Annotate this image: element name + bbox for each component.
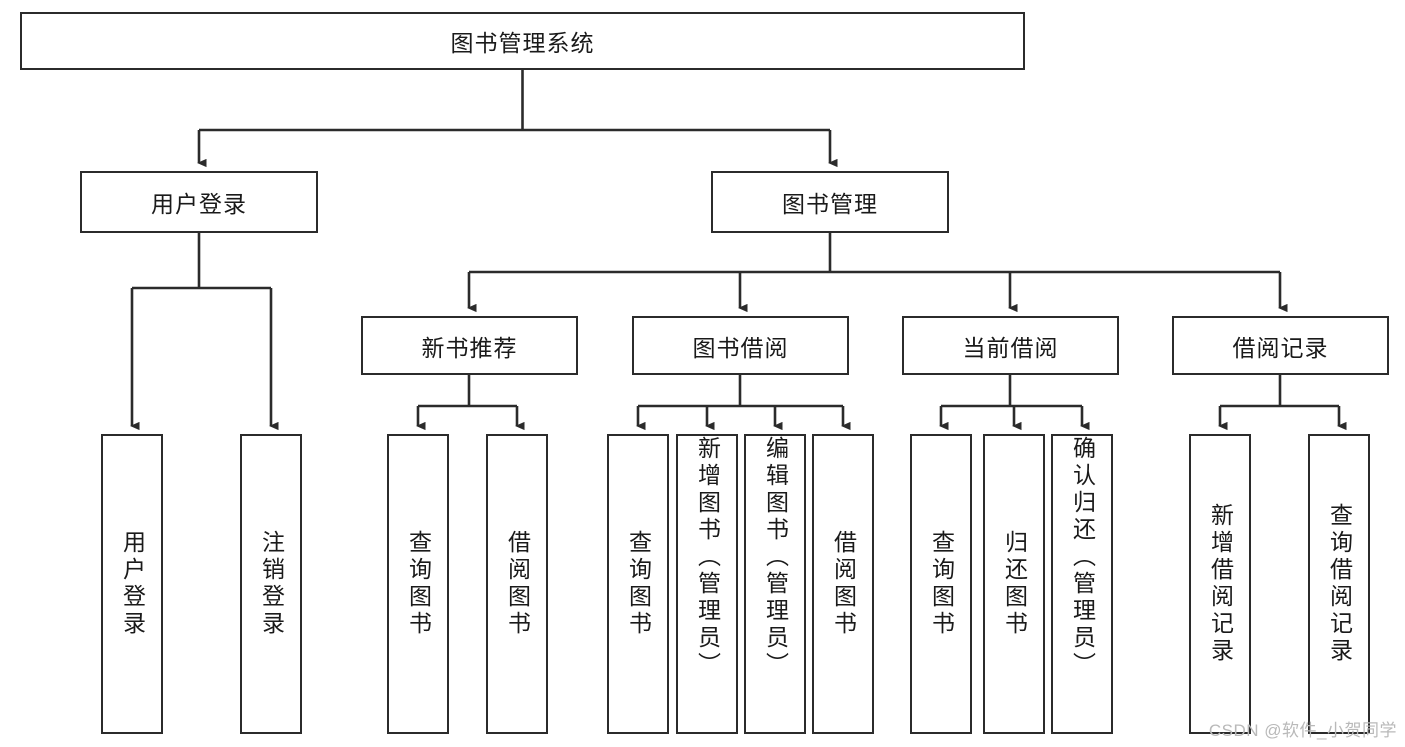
node-leaf-user-login-label: 用户登录 [119, 530, 146, 638]
node-leaf-confirm-return[interactable]: 确认归还（管理员） [1051, 434, 1113, 734]
node-leaf-query-book-1-label: 查询图书 [405, 530, 432, 638]
node-root-label: 图书管理系统 [450, 30, 595, 56]
node-current-borrow[interactable]: 当前借阅 [902, 316, 1119, 375]
node-new-book-rec-label: 新书推荐 [421, 334, 518, 361]
node-leaf-user-login[interactable]: 用户登录 [101, 434, 163, 734]
node-leaf-user-logout-label: 注销登录 [258, 530, 285, 638]
node-leaf-add-record[interactable]: 新增借阅记录 [1189, 434, 1251, 734]
node-borrow-record-label: 借阅记录 [1232, 334, 1329, 361]
node-root[interactable]: 图书管理系统 [20, 12, 1025, 70]
node-borrow-record[interactable]: 借阅记录 [1172, 316, 1389, 375]
node-leaf-query-book-3[interactable]: 查询图书 [910, 434, 972, 734]
node-leaf-add-book[interactable]: 新增图书（管理员） [676, 434, 738, 734]
node-current-borrow-label: 当前借阅 [962, 334, 1059, 361]
node-leaf-query-book-2[interactable]: 查询图书 [607, 434, 669, 734]
node-leaf-query-book-3-label: 查询图书 [928, 530, 955, 638]
node-book-manage[interactable]: 图书管理 [711, 171, 949, 233]
node-leaf-query-record[interactable]: 查询借阅记录 [1308, 434, 1370, 734]
node-leaf-add-book-label: 新增图书（管理员） [694, 436, 721, 679]
node-leaf-query-record-label: 查询借阅记录 [1326, 503, 1353, 665]
node-leaf-edit-book[interactable]: 编辑图书（管理员） [744, 434, 806, 734]
node-book-borrow-label: 图书借阅 [692, 334, 789, 361]
node-user-login-label: 用户登录 [151, 191, 247, 217]
node-leaf-borrow-book-2-label: 借阅图书 [830, 530, 857, 638]
node-leaf-confirm-return-label: 确认归还（管理员） [1069, 436, 1096, 679]
node-leaf-user-logout[interactable]: 注销登录 [240, 434, 302, 734]
node-leaf-borrow-book-1-label: 借阅图书 [504, 530, 531, 638]
node-leaf-borrow-book-1[interactable]: 借阅图书 [486, 434, 548, 734]
node-leaf-edit-book-label: 编辑图书（管理员） [762, 436, 789, 679]
node-leaf-borrow-book-2[interactable]: 借阅图书 [812, 434, 874, 734]
node-user-login[interactable]: 用户登录 [80, 171, 318, 233]
node-book-borrow[interactable]: 图书借阅 [632, 316, 849, 375]
node-book-manage-label: 图书管理 [782, 191, 878, 217]
node-leaf-return-book[interactable]: 归还图书 [983, 434, 1045, 734]
node-leaf-add-record-label: 新增借阅记录 [1207, 503, 1234, 665]
node-new-book-rec[interactable]: 新书推荐 [361, 316, 578, 375]
node-leaf-return-book-label: 归还图书 [1001, 530, 1028, 638]
node-leaf-query-book-2-label: 查询图书 [625, 530, 652, 638]
node-leaf-query-book-1[interactable]: 查询图书 [387, 434, 449, 734]
